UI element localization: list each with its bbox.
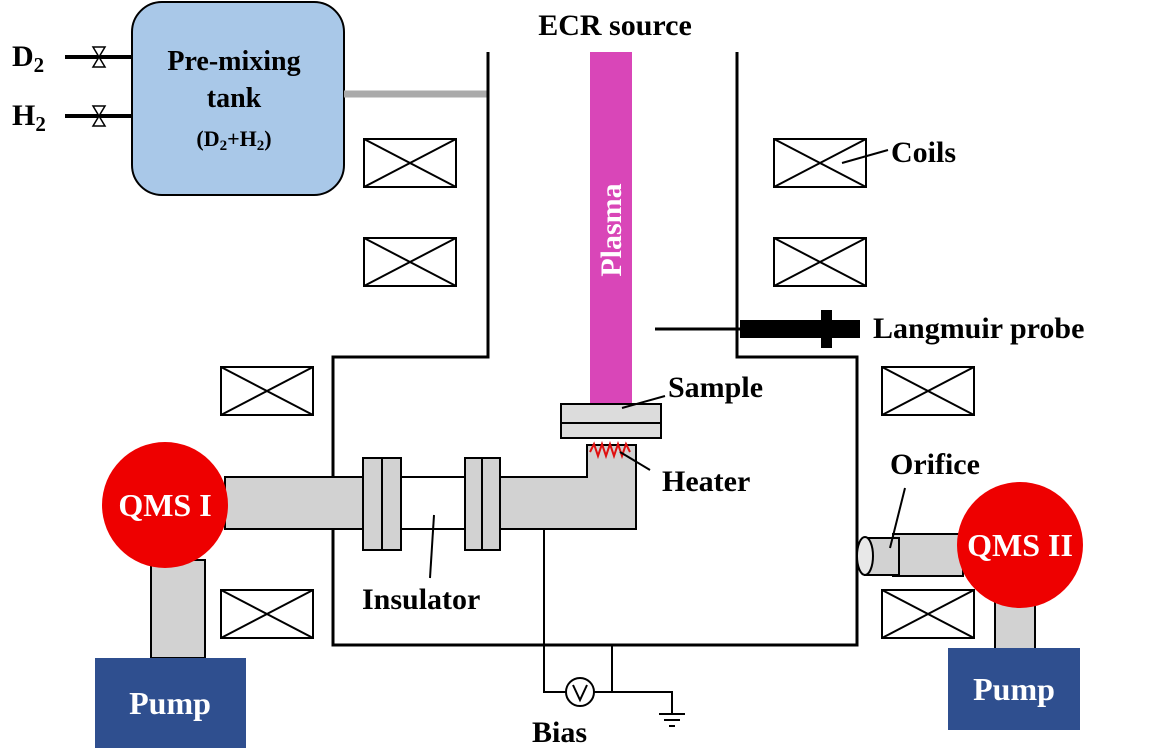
qms-2-label: QMS II (967, 527, 1073, 563)
orifice-label: Orifice (890, 448, 980, 481)
h2-valve-icon (91, 105, 107, 127)
qms-1-label: QMS I (118, 487, 211, 523)
bias-circuit (543, 529, 685, 727)
d2-label: D2 (12, 40, 44, 77)
premix-label-line1: Pre-mixing (167, 46, 300, 77)
pipes (150, 444, 1036, 659)
left-pipe (224, 476, 364, 530)
premixing-tank (131, 1, 345, 196)
premix-label-line2: tank (207, 83, 262, 114)
heater-label: Heater (662, 465, 750, 498)
coil-icon (220, 589, 314, 639)
sample-pointer (621, 395, 666, 409)
gas-inlet-lines (65, 46, 132, 127)
coil-icon (881, 366, 975, 416)
left-pump-pipe (150, 559, 206, 659)
d2-valve-icon (91, 46, 107, 68)
h2-label: H2 (12, 99, 46, 136)
vacuum-chamber (331, 52, 859, 647)
sample-holder-arm (499, 444, 637, 530)
langmuir-probe (655, 310, 860, 348)
plasma-label: Plasma (595, 183, 628, 276)
sample-label: Sample (668, 371, 763, 404)
bias-label: Bias (532, 716, 587, 749)
coils-label: Coils (891, 136, 956, 169)
qms-1 (102, 442, 228, 568)
heater-coil-icon (589, 440, 631, 460)
qms-2 (957, 482, 1083, 608)
plasma-column (590, 52, 632, 404)
voltmeter-icon (565, 677, 595, 707)
right-pipe (892, 533, 964, 577)
insulator-pointer (429, 514, 435, 579)
coil-icon (363, 237, 457, 287)
coil-icon (363, 138, 457, 188)
sample-holder (560, 403, 662, 439)
pump-right (948, 648, 1080, 730)
pump-left (95, 658, 246, 748)
coil-icon (881, 589, 975, 639)
ecr-source-label: ECR source (538, 9, 692, 42)
insulator-label: Insulator (362, 583, 480, 616)
coil-icon (220, 366, 314, 416)
heater-pointer (619, 451, 651, 471)
pump-left-label: Pump (129, 685, 211, 721)
coil-icon (773, 237, 867, 287)
coil-icon (773, 138, 867, 188)
flanges (362, 457, 501, 551)
langmuir-probe-label: Langmuir probe (873, 312, 1084, 345)
orifice-icon (856, 536, 900, 576)
orifice-pointer (889, 487, 906, 549)
coils (220, 138, 975, 639)
pump-right-label: Pump (973, 671, 1055, 707)
coils-pointer (841, 149, 889, 164)
